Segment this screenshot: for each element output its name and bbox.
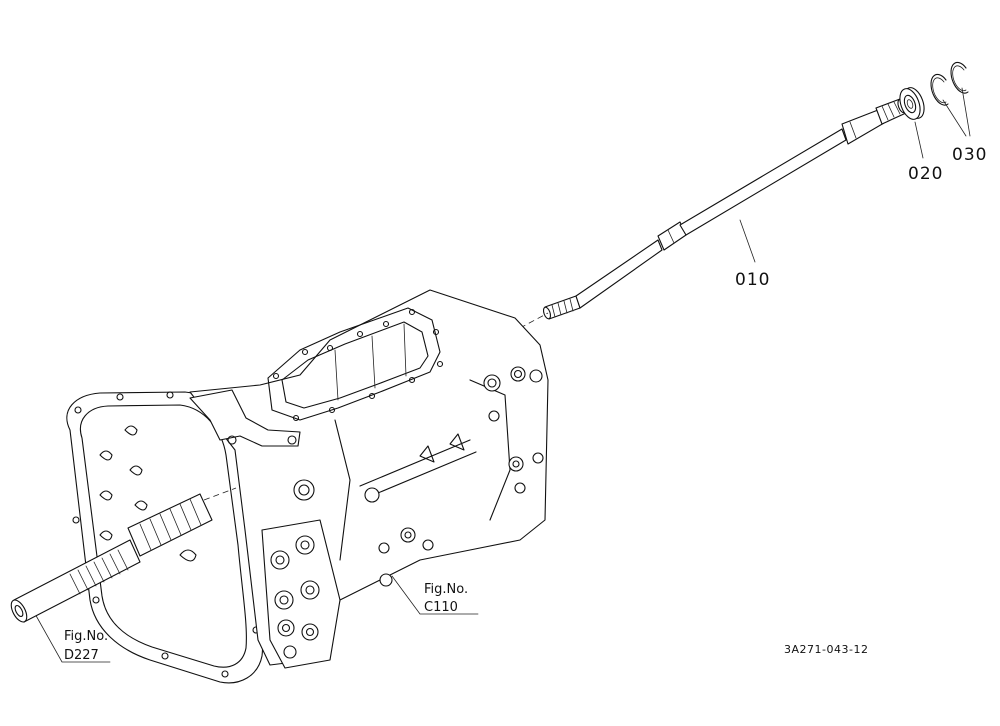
diagram-code: 3A271-043-12 [784,643,868,656]
case-bosses [293,366,544,587]
cover-bolt-holes [272,308,444,422]
shaft-010[interactable] [519,98,908,329]
transmission-case [10,289,549,684]
leader-lines [33,87,971,663]
fig-c110-number[interactable]: C110 [424,600,458,615]
housing-windows [99,425,197,562]
fig-d227-label: Fig.No. [64,629,108,644]
input-shaft [10,487,237,623]
fig-d227-number[interactable]: D227 [64,648,99,663]
circlips-030[interactable] [930,61,969,106]
callout-020[interactable]: 020 [908,164,943,184]
bearing-020[interactable] [896,85,928,122]
port-block [261,519,341,669]
callout-010[interactable]: 010 [735,270,770,290]
callout-030[interactable]: 030 [952,145,987,165]
fig-c110-label: Fig.No. [424,582,468,597]
